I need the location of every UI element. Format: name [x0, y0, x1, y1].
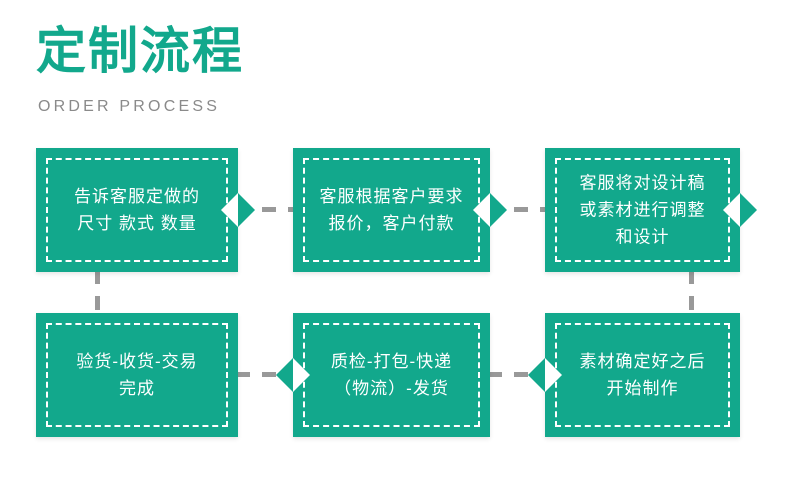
step-3-notch-icon	[723, 193, 740, 227]
step-1-label: 告诉客服定做的 尺寸 款式 数量	[74, 187, 200, 233]
step-2-notch-icon	[473, 193, 490, 227]
flow-step-5[interactable]: 质检-打包-快递 （物流）-发货	[276, 313, 490, 437]
flow-step-4[interactable]: 素材确定好之后 开始制作	[528, 313, 740, 437]
step-2-arrow-right-icon	[490, 193, 507, 227]
step-2-label: 客服根据客户要求 报价，客户付款	[319, 187, 464, 233]
connector-step2-step3	[488, 207, 548, 212]
step-5-notch-icon	[293, 358, 310, 392]
step-4-arrow-left-icon	[528, 358, 545, 392]
page-subtitle: ORDER PROCESS	[38, 98, 221, 115]
step-4-notch-icon	[545, 358, 562, 392]
step-6-label: 验货-收货-交易 完成	[76, 352, 198, 398]
connector-step5-step6	[236, 372, 296, 377]
step-4-label: 素材确定好之后 开始制作	[579, 352, 706, 398]
connector-step1-step2	[236, 207, 296, 212]
flow-step-6[interactable]: 验货-收货-交易 完成	[36, 313, 238, 437]
connector-step4-step5	[488, 372, 548, 377]
step-5-label: 质检-打包-快递 （物流）-发货	[330, 352, 453, 398]
step-1-notch-icon	[221, 193, 238, 227]
step-5-arrow-left-icon	[276, 358, 293, 392]
step-6-dashed-border	[46, 323, 228, 427]
step-1-arrow-right-icon	[238, 193, 255, 227]
connector-step3-step4	[689, 270, 694, 316]
flow-step-1[interactable]: 告诉客服定做的 尺寸 款式 数量	[36, 148, 255, 272]
step-3-arrow-right-icon	[740, 193, 757, 227]
connector-step6-vertical	[95, 270, 100, 316]
flow-step-3[interactable]: 客服将对设计稿 或素材进行调整 和设计	[545, 148, 757, 272]
step-3-label: 客服将对设计稿 或素材进行调整 和设计	[579, 173, 706, 247]
flow-step-2[interactable]: 客服根据客户要求 报价，客户付款	[293, 148, 507, 272]
page-title: 定制流程	[36, 23, 244, 79]
